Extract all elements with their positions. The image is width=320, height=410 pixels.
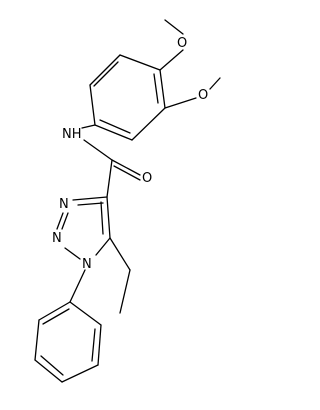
bond-ring1-a — [119, 54, 161, 71]
atom-o-carbonyl: O — [142, 171, 152, 186]
bond-ring1-f — [159, 69, 166, 109]
bond-c5-ethyl1 — [109, 237, 131, 271]
bond-otop-ring — [159, 49, 184, 71]
bond-co-2 — [113, 165, 141, 181]
bond-ph-a2 — [42, 308, 70, 325]
bond-ring1-e — [131, 107, 166, 141]
atom-n-triazole-2: N — [59, 197, 69, 212]
atom-label-n2: N — [59, 197, 69, 212]
bond-oright-ring — [164, 97, 197, 109]
atom-label-nh: NH — [62, 127, 82, 142]
bond-ring1-b2 — [93, 61, 119, 87]
bond-n1-phenyl — [69, 269, 86, 303]
bond-ph-c — [34, 359, 63, 383]
atom-label-n3: N — [52, 231, 62, 246]
bond-methyl-top — [164, 19, 184, 35]
bond-ph-a — [38, 301, 71, 321]
bond-c4-n3-b — [77, 202, 104, 206]
atom-n-triazole-1: N — [82, 257, 92, 272]
bond-co-1 — [111, 159, 141, 176]
bond-nh-carbonyl — [83, 139, 113, 161]
bond-c5-c4 — [106, 196, 111, 239]
bond-n2-n1 — [64, 247, 81, 260]
bond-n3-n2-b — [61, 212, 69, 230]
bond-ring1-b — [89, 54, 121, 86]
bond-n1-c5 — [95, 237, 111, 256]
bond-ring1-d2 — [99, 119, 131, 134]
atom-nh-amide: NH — [62, 127, 82, 142]
atom-label-n1: N — [82, 257, 92, 272]
atom-n-triazole-3: N — [52, 231, 62, 246]
bond-ph-b — [34, 319, 40, 361]
bond-ph-d — [61, 364, 99, 383]
atom-o-methoxy-top: O — [177, 36, 187, 51]
bond-c4-n3 — [72, 196, 108, 201]
bond-ethyl-2 — [119, 269, 131, 314]
atom-label-o-top: O — [177, 36, 187, 51]
bond-ph-e2 — [91, 328, 96, 362]
bonds — [34, 19, 221, 383]
molecule-structure: O O NH O N N N — [34, 19, 221, 383]
bond-methyl-right — [209, 77, 221, 90]
bond-ph-e — [97, 324, 102, 366]
bond-ph-c2 — [40, 355, 64, 376]
atom-o-methoxy-right: O — [198, 88, 208, 103]
bond-carbonyl-c4 — [106, 159, 113, 198]
bond-ph-f — [69, 301, 102, 326]
bond-ring1-c — [89, 84, 96, 126]
bond-c5-c4-b — [100, 201, 104, 235]
atom-labels: O O NH O N N N — [52, 36, 208, 272]
bond-n3-n2 — [56, 212, 64, 230]
atom-label-o-carbonyl: O — [142, 171, 152, 186]
bond-ring1-nh — [81, 124, 96, 129]
bond-ring1-f2 — [153, 73, 159, 104]
atom-label-o-right: O — [198, 88, 208, 103]
bond-ring1-d — [94, 124, 133, 141]
